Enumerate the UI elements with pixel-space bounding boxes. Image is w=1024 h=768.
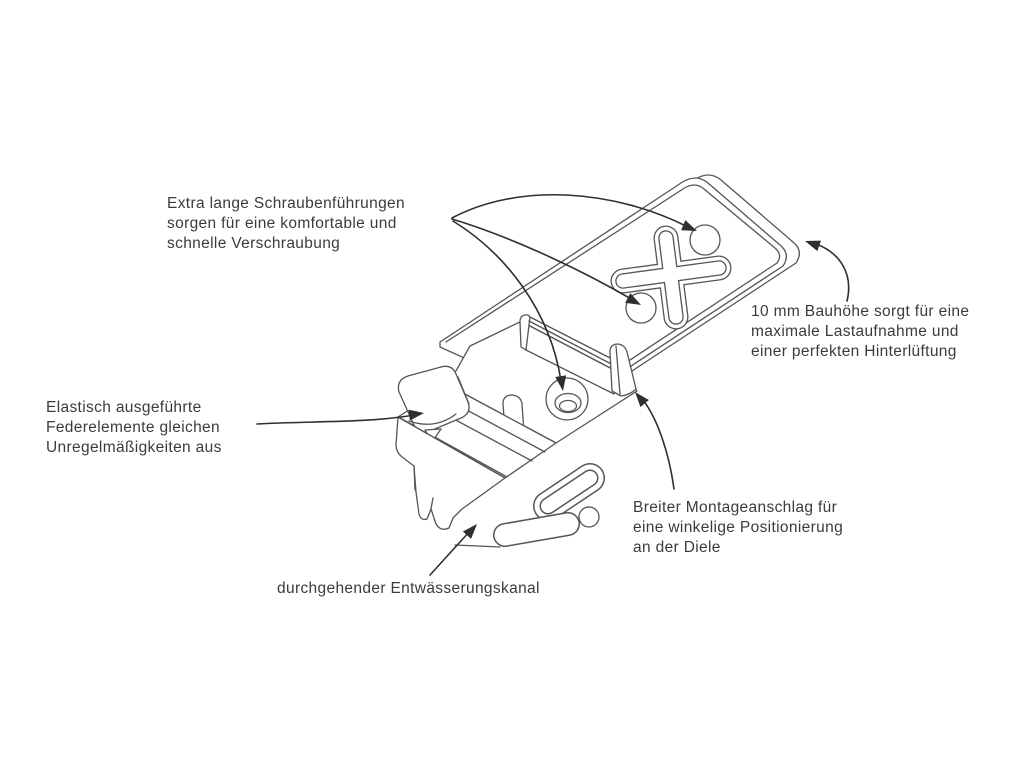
annotation-build-height: 10 mm Bauhöhe sorgt für eine maximale La… [751, 302, 969, 362]
annotation-line: einer perfekten Hinterlüftung [751, 343, 957, 360]
annotation-spring-elements: Elastisch ausgeführte Federelemente glei… [46, 398, 222, 458]
recessed-pocket [533, 463, 605, 521]
leader-mounting-stop [635, 392, 675, 490]
annotation-line: Breiter Montageanschlag für [633, 499, 838, 516]
screw-hole-upper [689, 224, 721, 256]
foot-rail [493, 512, 580, 547]
annotation-drainage-channel: durchgehender Entwässerungskanal [277, 579, 540, 599]
annotation-line: Extra lange Schraubenführungen [167, 195, 405, 212]
annotation-line: Elastisch ausgeführte [46, 399, 202, 416]
annotation-mounting-stop: Breiter Montageanschlag für eine winkeli… [633, 498, 843, 558]
leader-build-height [805, 240, 850, 302]
annotation-line: schnelle Verschraubung [167, 235, 341, 252]
leader-spring-elements [256, 409, 424, 425]
leader-screw-guide-upper [451, 193, 697, 231]
cross-slot [610, 225, 732, 330]
bar-fillet-line [445, 184, 781, 394]
annotation-line: Federelemente gleichen [46, 419, 220, 436]
annotation-line: eine winkelige Positionierung [633, 519, 844, 536]
annotation-line: durchgehender Entwässerungskanal [277, 580, 540, 597]
annotation-line: sorgen für eine komfortable und [167, 215, 397, 232]
annotation-line: 10 mm Bauhöhe sorgt für eine [751, 303, 970, 320]
left-foot [395, 416, 506, 530]
annotation-line: Unregelmäßigkeiten aus [46, 439, 222, 456]
mounting-stop-wall [609, 343, 637, 397]
rail-tip [578, 506, 600, 528]
annotation-line: an der Diele [633, 539, 721, 556]
rail-bottom-edge [454, 544, 501, 548]
annotation-screw-guides: Extra lange Schraubenführungen sorgen fü… [167, 194, 405, 254]
leader-arrows [256, 193, 850, 576]
leader-drainage-channel [429, 524, 477, 576]
countersunk-hole [545, 377, 589, 421]
leader-screw-guide-lower [451, 218, 641, 305]
annotation-line: maximale Lastaufnahme und [751, 323, 959, 340]
leader-countersunk-hole [452, 220, 567, 391]
fence-wall [519, 314, 619, 395]
